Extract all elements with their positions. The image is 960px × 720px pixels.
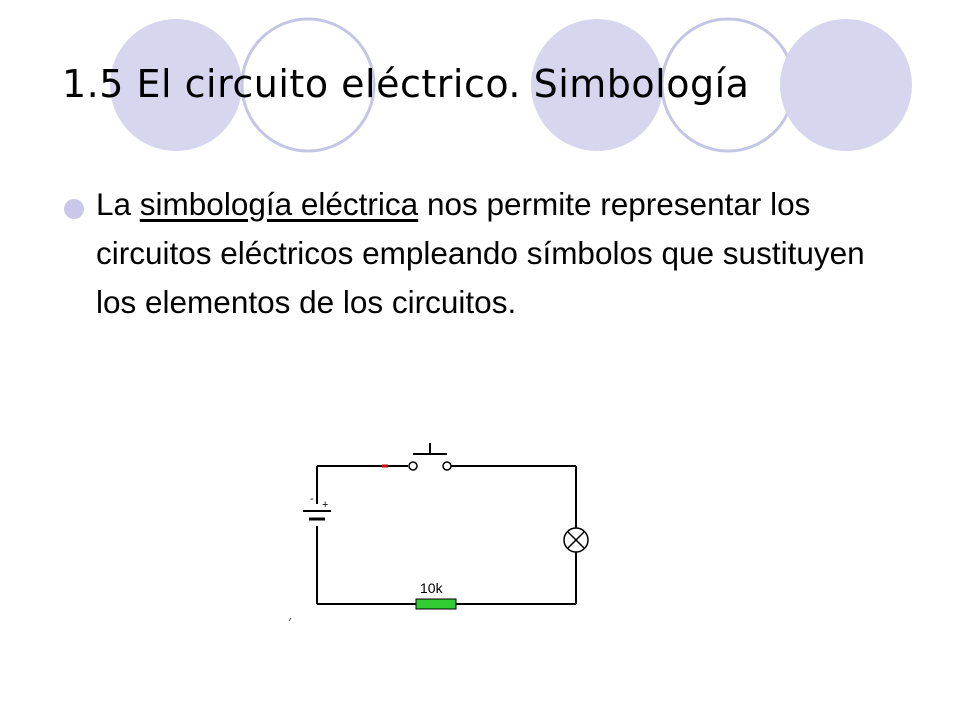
resistor-symbol xyxy=(415,598,457,610)
decorative-circles xyxy=(110,17,912,153)
slide-title: 1.5 El circuito eléctrico. Simbología xyxy=(62,62,750,106)
bullet-text: La simbología eléctrica nos permite repr… xyxy=(96,180,876,327)
battery-plus-label: + xyxy=(322,499,328,511)
bullet-dot xyxy=(64,199,84,219)
circuit-diagram: 10k + - xyxy=(288,443,589,622)
deco-circle-2 xyxy=(240,17,376,153)
simbologia-link[interactable]: simbología eléctrica xyxy=(139,186,419,222)
resistor-label: 10k xyxy=(420,580,444,596)
switch-contact-right xyxy=(442,461,452,471)
battery-minus-label: - xyxy=(310,493,314,505)
switch-contact-left xyxy=(408,461,418,471)
deco-circle-5 xyxy=(780,19,912,151)
deco-circle-3 xyxy=(531,19,663,151)
deco-circle-1 xyxy=(110,19,242,151)
stray-mark xyxy=(288,617,292,622)
bullet-text-start: La xyxy=(96,186,140,222)
bullet-text-rest: nos permite representar los circuitos el… xyxy=(96,186,865,320)
lamp-symbol xyxy=(563,527,589,553)
